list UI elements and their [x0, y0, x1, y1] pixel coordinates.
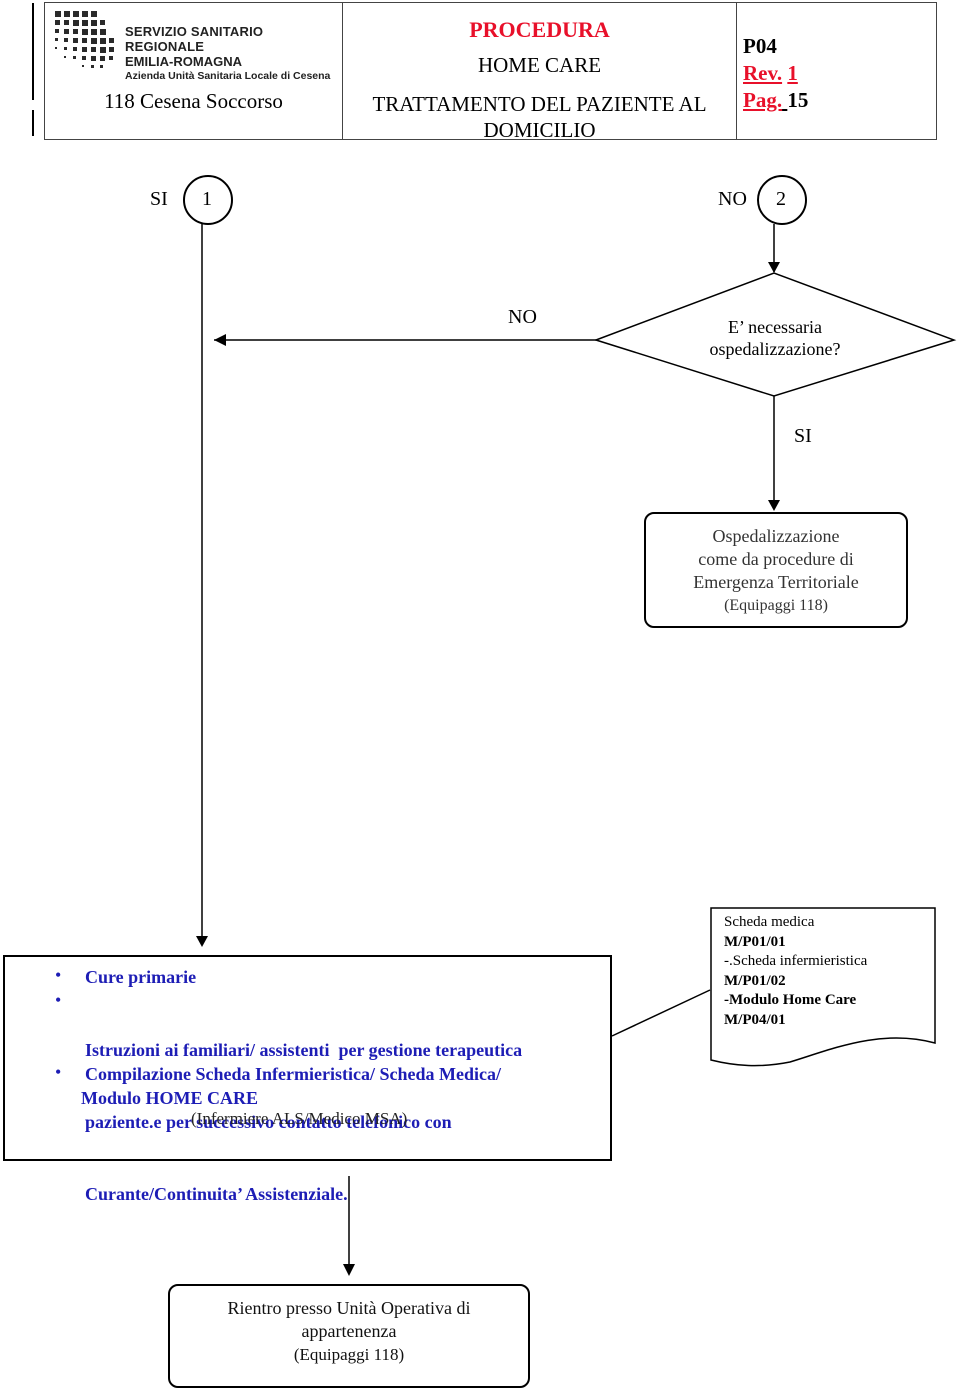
- hospitalization-box: Ospedalizzazione come da procedure di Em…: [644, 512, 908, 628]
- care-item-2: Istruzioni ai familiari/ assistenti per …: [85, 990, 522, 1254]
- hospitalization-line-1: Ospedalizzazione: [712, 526, 840, 546]
- header-code-cell: P04 Rev. 1 Pag. 15: [737, 3, 936, 139]
- procedure-description-line-1: TRATTAMENTO DEL PAZIENTE AL: [372, 92, 707, 116]
- hospitalization-line-4: (Equipaggi 118): [724, 597, 828, 614]
- care-item-2-line-2: paziente.e per successivo contatto telef…: [85, 1112, 452, 1132]
- hospitalization-line-2: come da procedure di: [698, 549, 854, 569]
- page-value: 15: [787, 88, 809, 112]
- document-line-5: -Modulo Home Care: [724, 992, 857, 1008]
- procedure-description-line-2: DOMICILIO: [483, 118, 596, 142]
- procedure-title: PROCEDURA: [469, 17, 610, 42]
- revision: Rev. 1: [743, 60, 808, 87]
- care-item-3: Compilazione Scheda Infermieristica/ Sch…: [81, 1062, 501, 1110]
- care-item-3-line-2: Modulo HOME CARE: [81, 1088, 259, 1108]
- revision-label: Rev.: [743, 61, 783, 85]
- document-code: P04: [743, 34, 777, 58]
- care-item-2-line-3: Curante/Continuita’ Assistenziale.: [85, 1184, 348, 1204]
- document-shape: [710, 907, 936, 1067]
- connector-2: [757, 175, 807, 225]
- document-line-1: Scheda medica: [724, 914, 815, 930]
- bullet-icon: •: [55, 990, 62, 1010]
- margin-marks: [32, 3, 34, 136]
- logo-text: SERVIZIO SANITARIO REGIONALE EMILIA-ROMA…: [125, 24, 342, 82]
- connector-1-number: 1: [202, 188, 212, 210]
- procedure-subtitle: HOME CARE: [477, 53, 602, 77]
- return-line-2: appartenenza: [301, 1321, 397, 1341]
- page-label: Pag.: [743, 88, 783, 112]
- start-right-label: NO: [718, 188, 747, 210]
- procedure-description: TRATTAMENTO DEL PAZIENTE AL DOMICILIO: [343, 91, 736, 143]
- return-line-3: (Equipaggi 118): [293, 1345, 405, 1364]
- logo-line-1: SERVIZIO SANITARIO REGIONALE: [125, 24, 264, 54]
- decision-text: E’ necessaria ospedalizzazione?: [660, 316, 890, 360]
- page-number: Pag. 15: [743, 87, 808, 114]
- connector-1: [183, 175, 233, 225]
- document-line-6: M/P04/01: [724, 1011, 786, 1028]
- decision-no-label: NO: [508, 306, 537, 328]
- decision-yes-label: SI: [794, 425, 812, 447]
- document-link-line: [611, 989, 711, 1037]
- connector-2-number: 2: [776, 188, 786, 210]
- header-logo-cell: SERVIZIO SANITARIO REGIONALE EMILIA-ROMA…: [45, 3, 343, 139]
- hospitalization-text: Ospedalizzazione come da procedure di Em…: [646, 525, 906, 617]
- bullet-icon: •: [55, 965, 62, 985]
- logo-line-3: Azienda Unità Sanitaria Locale di Cesena: [125, 69, 331, 82]
- care-item-2-line-1: Istruzioni ai familiari/ assistenti per …: [85, 1040, 523, 1060]
- unit-name: 118 Cesena Soccorso: [104, 89, 283, 113]
- decision-line-2: ospedalizzazione?: [709, 339, 841, 359]
- procedure-header: SERVIZIO SANITARIO REGIONALE EMILIA-ROMA…: [44, 2, 937, 142]
- revision-value: 1: [787, 61, 798, 85]
- header-procedure-cell: PROCEDURA HOME CARE TRATTAMENTO DEL PAZI…: [343, 3, 737, 142]
- hospitalization-line-3: Emergenza Territoriale: [693, 572, 859, 592]
- return-text: Rientro presso Unità Operativa di appart…: [170, 1297, 528, 1366]
- care-item-3-line-1: Compilazione Scheda Infermieristica/ Sch…: [85, 1064, 501, 1084]
- start-left-label: SI: [150, 188, 168, 210]
- bullet-icon: •: [55, 1062, 62, 1082]
- care-item-1: Cure primarie: [85, 967, 197, 987]
- decision-line-1: E’ necessaria: [727, 317, 823, 337]
- home-care-actions-box: • Cure primarie • Istruzioni ai familiar…: [3, 955, 612, 1204]
- rer-logo-icon: [55, 11, 114, 68]
- document-line-2: M/P01/01: [724, 933, 786, 950]
- care-box-footer: (Infermiere ALS/Medico MSA): [191, 1109, 408, 1128]
- logo-line-2: EMILIA-ROMAGNA: [125, 53, 242, 69]
- return-line-1: Rientro presso Unità Operativa di: [227, 1298, 471, 1318]
- document-line-4: M/P01/02: [724, 972, 786, 989]
- return-box: Rientro presso Unità Operativa di appart…: [168, 1284, 530, 1388]
- document-line-3: -.Scheda infermieristica: [724, 953, 868, 969]
- decision-diamond: [593, 272, 957, 397]
- document-code-block: P04 Rev. 1 Pag. 15: [743, 33, 808, 114]
- document-list: Scheda medica M/P01/01 -.Scheda infermie…: [724, 913, 867, 1030]
